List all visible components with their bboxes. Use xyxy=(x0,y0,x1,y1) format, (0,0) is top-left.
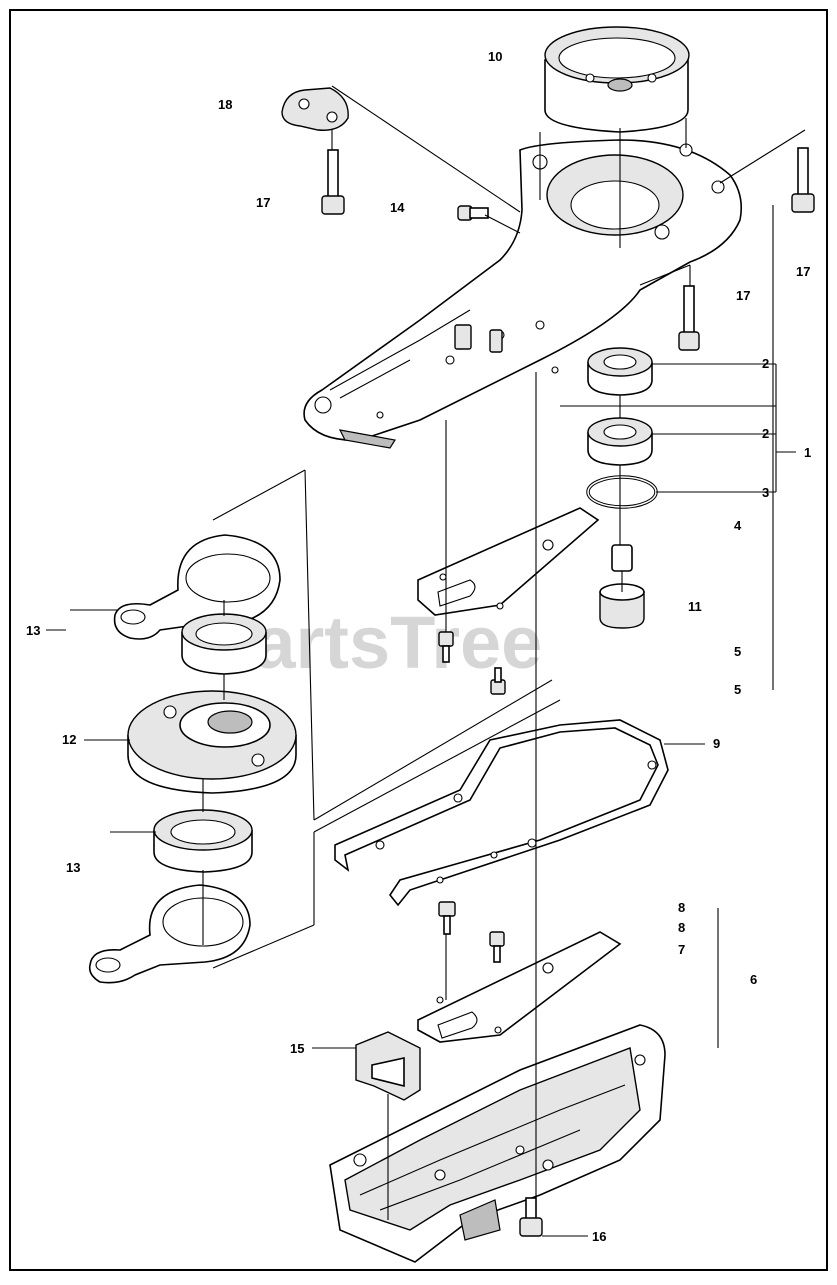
part-14-grease-nipple xyxy=(457,205,489,221)
part-13-connecting-rod-lower xyxy=(88,884,251,984)
part-7-plate-lower xyxy=(417,931,622,1043)
part-2-bearing-upper xyxy=(587,347,653,396)
part-13-connecting-rod-upper xyxy=(113,534,281,640)
part-8-screw-b xyxy=(489,931,505,963)
part-9-gasket xyxy=(334,719,669,907)
part-18-bracket xyxy=(281,87,349,131)
part-17-bolt-right xyxy=(791,147,815,213)
part-4-plate-upper xyxy=(417,507,600,616)
part-17-bolt-left xyxy=(321,149,345,215)
leader-lines xyxy=(202,85,806,1220)
part-16-bolt xyxy=(519,1197,543,1237)
callout-16: 16 xyxy=(592,1229,606,1244)
callout-13: 13 xyxy=(26,623,40,638)
callout-10: 10 xyxy=(488,49,502,64)
part-3-circlip xyxy=(586,475,658,509)
part-2-bearing-lower xyxy=(587,417,653,466)
callout-7: 7 xyxy=(678,942,685,957)
callout-8: 8 xyxy=(678,920,685,935)
callout-5: 5 xyxy=(734,644,741,659)
callout-6: 6 xyxy=(750,972,757,987)
frame-border xyxy=(9,9,828,1271)
callout-18: 18 xyxy=(218,97,232,112)
part-10-clutch-drum xyxy=(544,26,690,133)
part-5-screw-b xyxy=(490,667,506,695)
part-15-rubber-block xyxy=(355,1031,421,1101)
part-6-gear-housing-lower xyxy=(329,1024,666,1263)
callout-9: 9 xyxy=(713,736,720,751)
callout-leaders xyxy=(46,205,796,1237)
callout-13: 13 xyxy=(66,860,80,875)
callout-1: 1 xyxy=(804,445,811,460)
callout-labels: 10 18 17 14 17 17 2 2 1 3 4 11 5 5 13 12… xyxy=(26,49,811,1244)
callout-12: 12 xyxy=(62,732,76,747)
callout-4: 4 xyxy=(734,518,742,533)
part-13-bearing-upper xyxy=(181,613,267,675)
gear-housing-upper xyxy=(303,139,743,449)
callout-2: 2 xyxy=(762,426,769,441)
part-17-bolt-center xyxy=(678,285,700,351)
callout-17: 17 xyxy=(736,288,750,303)
callout-5: 5 xyxy=(734,682,741,697)
callout-8: 8 xyxy=(678,900,685,915)
callout-17: 17 xyxy=(796,264,810,279)
callout-15: 15 xyxy=(290,1041,304,1056)
part-12-eccentric-gear xyxy=(127,690,297,794)
callout-17: 17 xyxy=(256,195,270,210)
part-13-bearing-lower xyxy=(153,809,253,873)
callout-2: 2 xyxy=(762,356,769,371)
part-8-screw-a xyxy=(438,901,456,935)
callout-14: 14 xyxy=(390,200,405,215)
callout-11: 11 xyxy=(688,599,702,614)
callout-3: 3 xyxy=(762,485,769,500)
